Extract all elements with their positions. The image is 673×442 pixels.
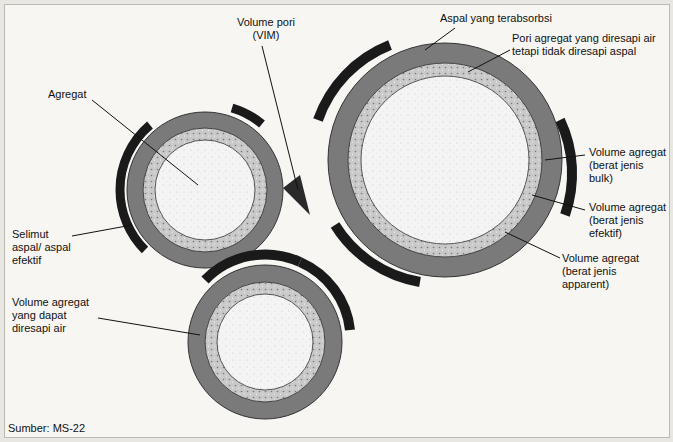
water-absorbable-label: Volume agregat yang dapat diresapi air xyxy=(12,296,102,335)
apparent-volume-label: Volume agregat (berat jenis apparent) xyxy=(562,252,666,291)
water-pore-label: Pori agregat yang diresapi air tetapi ti… xyxy=(512,32,662,58)
absorbed-asphalt-label: Aspal yang terabsorbsi xyxy=(440,12,570,25)
pore-volume-label: Volume pori (VIM) xyxy=(226,16,306,42)
bulk-volume-label: Volume agregat (berat jenis bulk) xyxy=(589,146,669,185)
aggregate-label: Agregat xyxy=(48,88,108,101)
source-note: Sumber: MS-22 xyxy=(8,422,128,435)
asphalt-film-label: Selimut aspal/ aspal efektif xyxy=(12,228,74,267)
figure-frame xyxy=(4,4,670,438)
effective-volume-label: Volume agregat (berat jenis efektif) xyxy=(589,201,669,240)
